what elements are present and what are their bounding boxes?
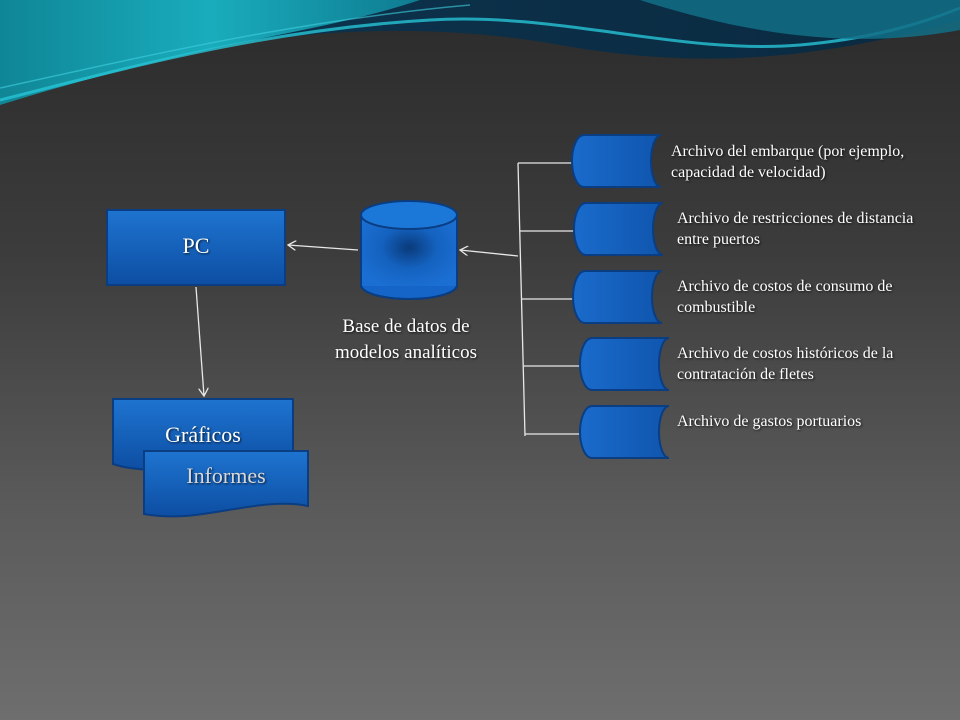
header-wave-teal <box>0 0 420 105</box>
arrow-database-to-pc <box>288 245 359 251</box>
file-stores <box>571 134 670 459</box>
file-store-shape-3 <box>572 270 663 324</box>
reports-label: Informes <box>186 463 266 488</box>
header-wave-teal-right <box>640 0 960 39</box>
reports-document-shape <box>143 450 309 518</box>
file-label-port-expenses: Archivo de gastos portuarios <box>677 413 862 430</box>
file-label-port-distance: Archivo de restricciones de distancia en… <box>677 210 914 248</box>
file-label-fuel-costs: Archivo de costos de consumo de combusti… <box>677 278 893 316</box>
database-cylinder <box>360 200 458 300</box>
arrow-pc-to-charts <box>195 286 204 396</box>
charts-label: Gráficos <box>165 422 241 447</box>
file-store-shape-4 <box>579 337 670 391</box>
arrow-files-to-database <box>460 250 519 257</box>
file-store-shape-2 <box>573 202 664 256</box>
file-connectors <box>517 162 580 437</box>
file-label-shipment: Archivo del embarque (por ejemplo, capac… <box>671 143 905 181</box>
pc-label: PC <box>182 233 210 258</box>
pc-box <box>106 209 286 286</box>
header-wave-line <box>0 4 471 89</box>
database-label: Base de datos de modelos analíticos <box>335 316 477 363</box>
file-store-shape-1 <box>571 134 662 188</box>
file-store-shape-5 <box>579 405 670 459</box>
file-label-freight-history: Archivo de costos históricos de la contr… <box>677 345 894 383</box>
header-waves <box>0 0 960 105</box>
